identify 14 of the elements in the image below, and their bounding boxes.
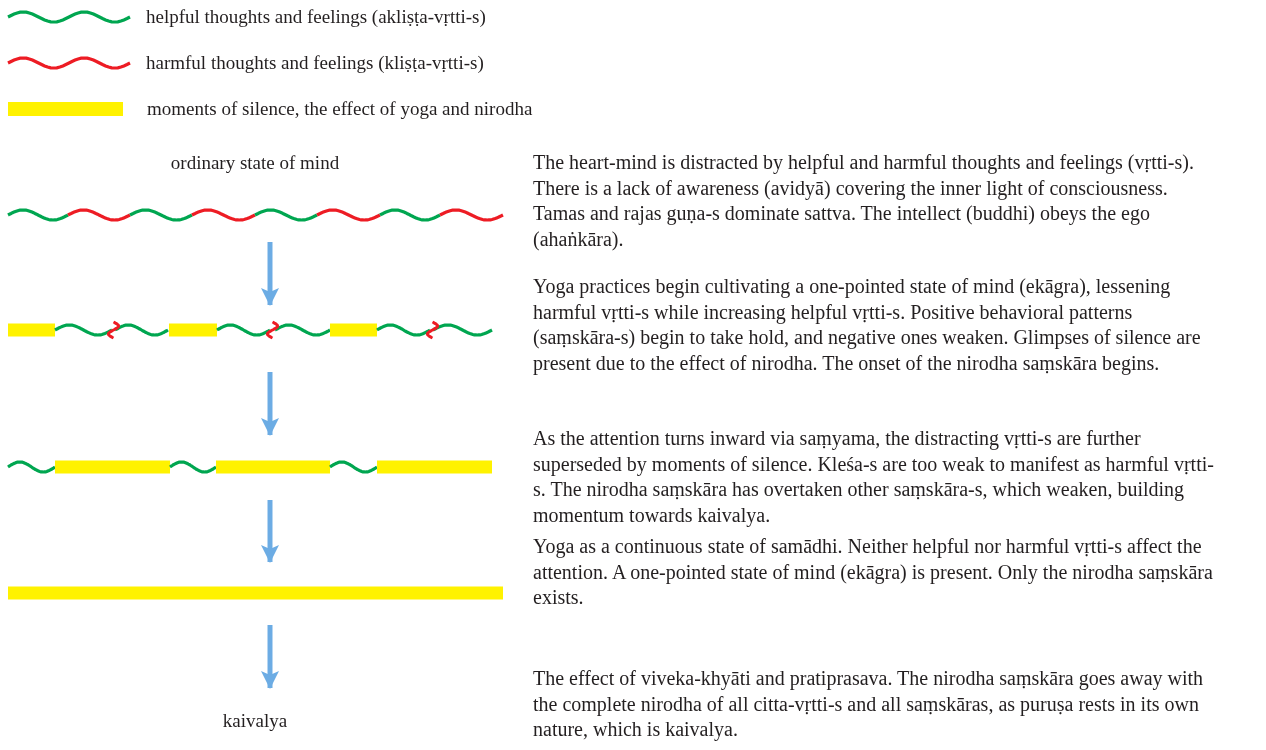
arrow — [261, 372, 279, 436]
arrow — [261, 625, 279, 689]
legend-text: moments of silence, the effect of yoga and nirodha — [147, 97, 533, 121]
description-text: Yoga practices begin cultivating a one-pointed state of mind (ekāgra), lessening harmful vṛtti-s while increasing helpful vṛtti-s. Positive behavioral patterns (saṃskāra-s) begin to take hold, and negative ones weaken. Glimpses of silence are present due to the effect of nirodha. The onset of the nirodha saṃskāra begins. — [533, 274, 1202, 376]
description-text: The effect of viveka-khyāti and pratiprasava. The nirodha saṃskāra goes away with the complete nirodha of all citta-vṛtti-s and all saṃskāras, as puruṣa rests in its own nature, which is kaivalya. — [533, 666, 1205, 743]
arrow — [261, 242, 279, 306]
description-text: Yoga as a continuous state of samādhi. Neither helpful nor harmful vṛtti-s affect the attention. A one-pointed state of mind (ekāgra) is present. Only the nirodha saṃskāra exists. — [533, 534, 1214, 610]
legend-text: harmful thoughts and feelings (kliṣṭa-vṛtti-s) — [146, 51, 484, 75]
arrow — [261, 500, 279, 563]
state-heading: ordinary state of mind — [170, 152, 340, 173]
description-text: The heart-mind is distracted by helpful and harmful thoughts and feelings (vṛtti-s). There is a lack of awareness (avidyā) covering the inner light of consciousness. Tamas and rajas guṇa-s dominate sattva. The intellect (buddhi) obeys the ego (ahaṅkāra). — [533, 150, 1195, 252]
description-text: As the attention turns inward via saṃyama, the distracting vṛtti-s are further superseded by moments of silence. Kleśa-s are too weak to manifest as harmful vṛtti-s. The nirodha saṃskāra has overtaken other saṃskāra-s, which weaken, building momentum towards kaivalya. — [533, 426, 1215, 528]
legend-text: helpful thoughts and feelings (akliṣṭa-vṛtti-s) — [146, 5, 486, 29]
state-heading: kaivalya — [222, 710, 288, 731]
